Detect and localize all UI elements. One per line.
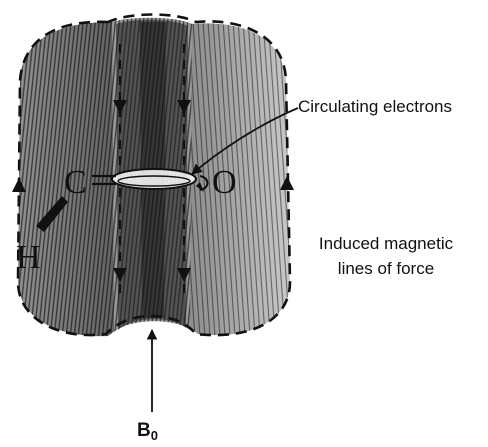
oxygen-atom: O [212, 164, 237, 201]
induced-lines-label-1: Induced magnetic [319, 234, 454, 253]
induced-lines-label-2: lines of force [338, 259, 434, 278]
applied-field-label: B0 [137, 420, 158, 442]
circulating-electrons-label: Circulating electrons [298, 97, 452, 116]
hydrogen-atom: H [16, 239, 41, 276]
carbon-atom: C [64, 164, 87, 201]
